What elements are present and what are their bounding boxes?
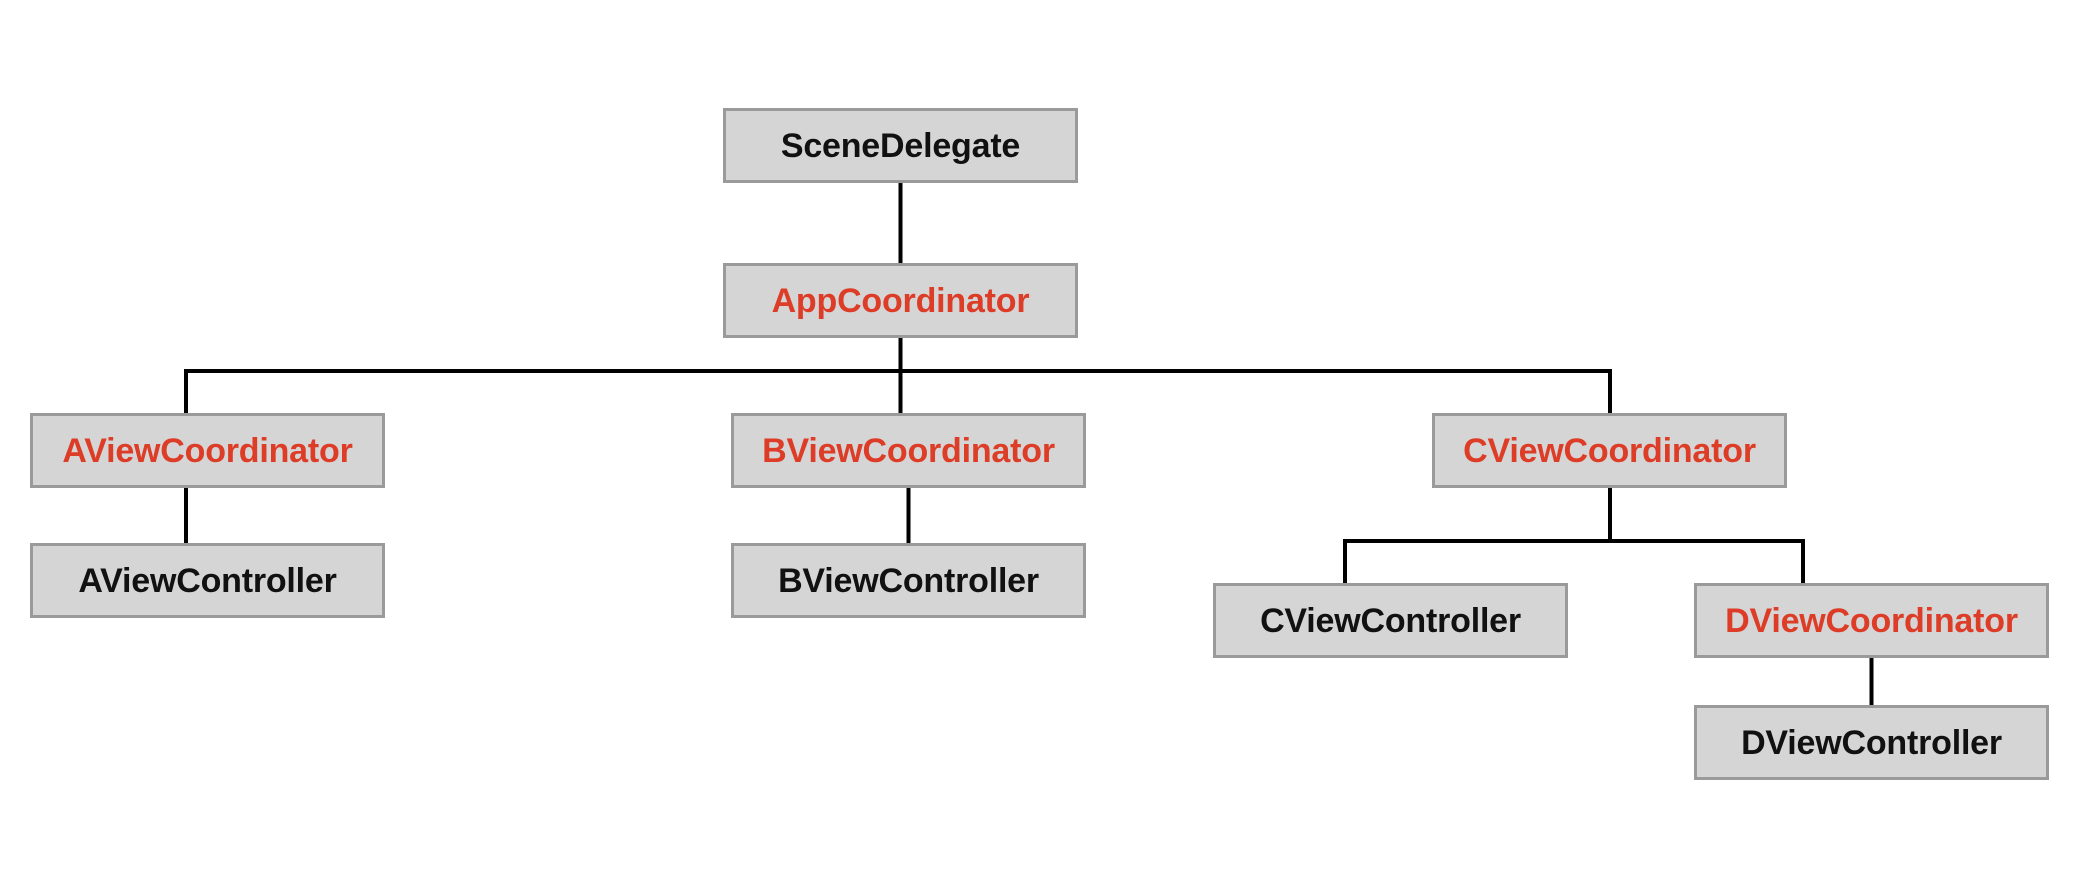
node-d-view-controller[interactable]: DViewController [1694,705,2049,780]
node-scene-delegate-label: SceneDelegate [780,126,1021,165]
node-c-view-coordinator-label: CViewCoordinator [1463,431,1756,470]
node-a-view-coordinator[interactable]: AViewCoordinator [30,413,385,488]
node-c-view-controller-label: CViewController [1260,601,1521,640]
node-a-view-coordinator-label: AViewCoordinator [62,431,353,470]
node-b-view-coordinator-label: BViewCoordinator [762,431,1055,470]
node-a-view-controller[interactable]: AViewController [30,543,385,618]
node-a-view-controller-label: AViewController [78,561,337,600]
node-app-coordinator-label: AppCoordinator [771,281,1030,320]
node-d-view-coordinator[interactable]: DViewCoordinator [1694,583,2049,658]
node-b-view-coordinator[interactable]: BViewCoordinator [731,413,1086,488]
node-scene-delegate[interactable]: SceneDelegate [723,108,1078,183]
node-d-view-coordinator-label: DViewCoordinator [1725,601,2018,640]
node-b-view-controller-label: BViewController [778,561,1039,600]
node-c-view-controller[interactable]: CViewController [1213,583,1568,658]
node-c-view-coordinator[interactable]: CViewCoordinator [1432,413,1787,488]
node-d-view-controller-label: DViewController [1741,723,2002,762]
node-app-coordinator[interactable]: AppCoordinator [723,263,1078,338]
node-b-view-controller[interactable]: BViewController [731,543,1086,618]
